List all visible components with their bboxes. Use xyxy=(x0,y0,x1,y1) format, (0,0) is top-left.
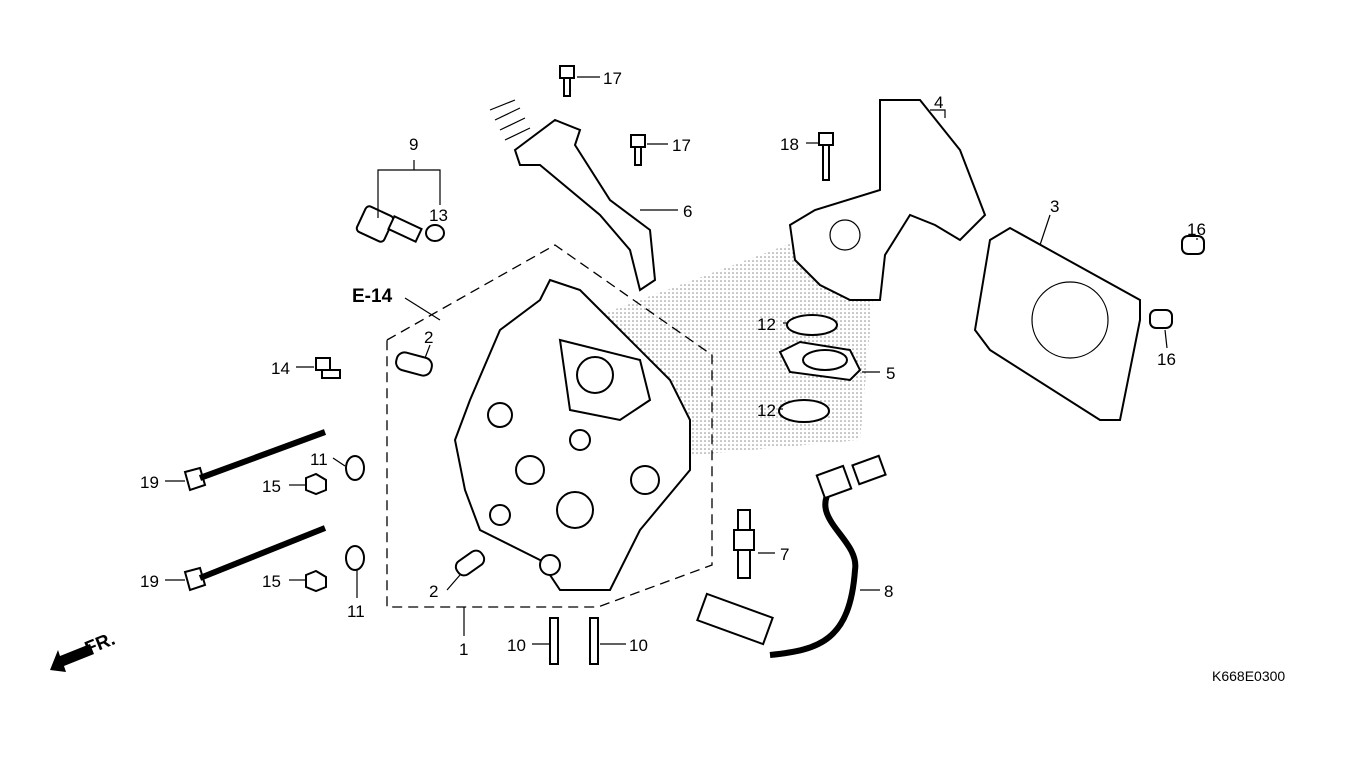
callout-2: 2 xyxy=(424,328,433,347)
bracket xyxy=(513,118,657,292)
callout-13: 13 xyxy=(429,206,448,225)
callout-11: 11 xyxy=(310,450,328,469)
assembly-outline xyxy=(386,244,713,608)
head-gasket xyxy=(973,226,1141,421)
valve-guide xyxy=(395,351,433,377)
nuts-washers xyxy=(305,455,365,593)
valve-guide xyxy=(454,549,486,577)
bolts xyxy=(315,65,834,379)
callout-18: 18 xyxy=(780,135,799,154)
callout-19: 19 xyxy=(140,473,159,492)
front-arrow-icon xyxy=(50,644,94,672)
callout-17: 17 xyxy=(603,69,622,88)
stud xyxy=(549,617,559,665)
intake-pipe xyxy=(788,99,987,301)
callout-10: 10 xyxy=(629,636,648,655)
o-ring xyxy=(778,399,830,423)
callout-1: 1 xyxy=(459,640,468,659)
callout-10: 10 xyxy=(507,636,526,655)
callout-14: 14 xyxy=(271,359,290,378)
reference-code: K668E0300 xyxy=(1212,668,1285,684)
callout-3: 3 xyxy=(1050,197,1059,216)
sensor xyxy=(355,205,445,244)
callout-5: 5 xyxy=(886,364,895,383)
cylinder-head xyxy=(453,278,691,591)
callout-6: 6 xyxy=(683,202,692,221)
callout-19: 19 xyxy=(140,572,159,591)
section-reference: E-14 xyxy=(352,286,393,307)
callout-15: 15 xyxy=(262,572,281,591)
stud xyxy=(589,617,599,665)
callout-12: 12 xyxy=(757,401,776,420)
spark-plug xyxy=(733,509,755,579)
leader-lines xyxy=(165,76,1198,645)
long-bolts xyxy=(183,429,327,592)
callout-labels: 17 17 9 13 6 4 18 3 16 16 2 14 12 5 12 1… xyxy=(140,69,1285,684)
callout-16: 16 xyxy=(1187,220,1206,239)
callout-12: 12 xyxy=(757,315,776,334)
callout-15: 15 xyxy=(262,477,281,496)
dowel-pin xyxy=(1181,235,1205,255)
callout-16: 16 xyxy=(1157,350,1176,369)
front-direction-indicator: FR. xyxy=(50,629,118,672)
callout-7: 7 xyxy=(780,545,789,564)
callout-9: 9 xyxy=(409,135,418,154)
callout-2: 2 xyxy=(429,582,438,601)
oxygen-sensor xyxy=(696,454,887,658)
o-ring xyxy=(786,314,838,336)
callout-17: 17 xyxy=(672,136,691,155)
callout-8: 8 xyxy=(884,582,893,601)
callout-4: 4 xyxy=(934,93,943,112)
callout-11: 11 xyxy=(347,602,365,621)
dowel-pin xyxy=(1149,309,1173,329)
front-label: FR. xyxy=(82,629,118,660)
